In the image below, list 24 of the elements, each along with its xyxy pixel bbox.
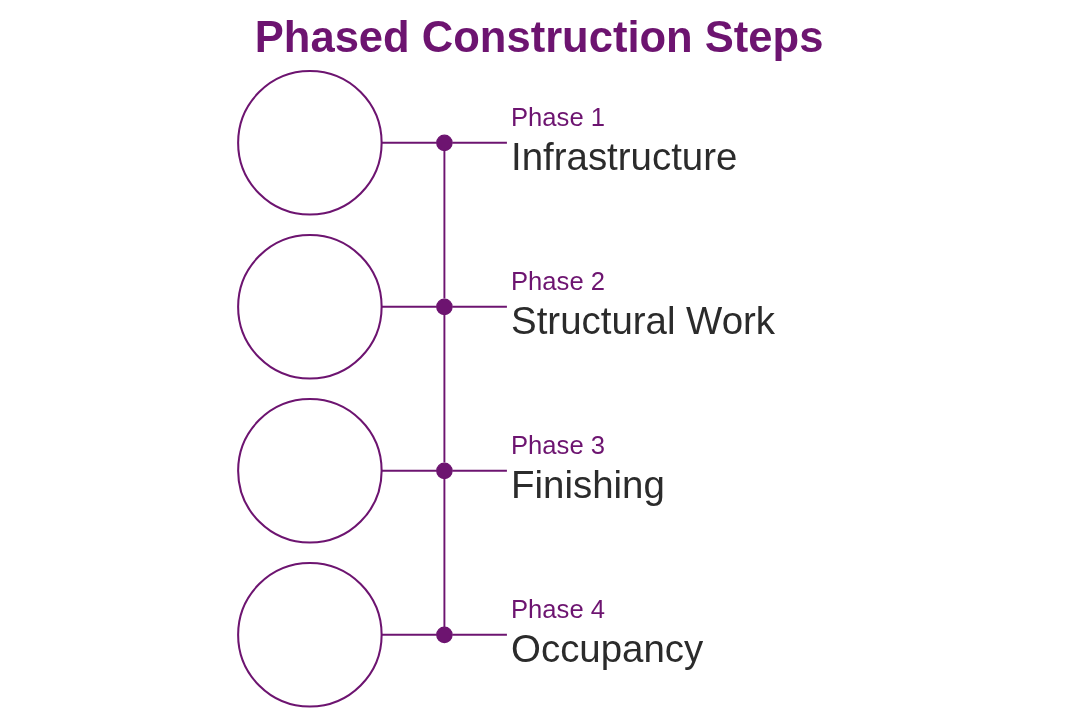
connector bbox=[380, 469, 438, 472]
node-circle bbox=[236, 562, 383, 708]
node-circle bbox=[435, 134, 453, 152]
node-text: Phase 3 Finishing bbox=[510, 431, 665, 506]
node-text: Phase 4 Occupancy bbox=[510, 595, 703, 670]
diagram-title: Phased Construction Steps bbox=[254, 13, 823, 62]
node-text: Phase 2 Structural Work bbox=[510, 267, 775, 342]
connector bbox=[380, 141, 438, 144]
node-text: Phase 1 Infrastructure bbox=[510, 103, 737, 178]
connector bbox=[442, 149, 445, 300]
connector bbox=[442, 313, 445, 464]
connector bbox=[442, 477, 445, 629]
node-circle bbox=[435, 298, 453, 316]
node-circle bbox=[435, 462, 453, 480]
connector bbox=[450, 305, 508, 308]
connector bbox=[450, 141, 508, 144]
connector bbox=[450, 633, 508, 636]
connector bbox=[380, 305, 438, 308]
node-circle bbox=[435, 626, 453, 644]
node-circle bbox=[236, 70, 383, 216]
connector bbox=[380, 633, 438, 636]
node-circle bbox=[236, 398, 383, 544]
connector bbox=[450, 469, 508, 472]
node-circle bbox=[236, 234, 383, 380]
